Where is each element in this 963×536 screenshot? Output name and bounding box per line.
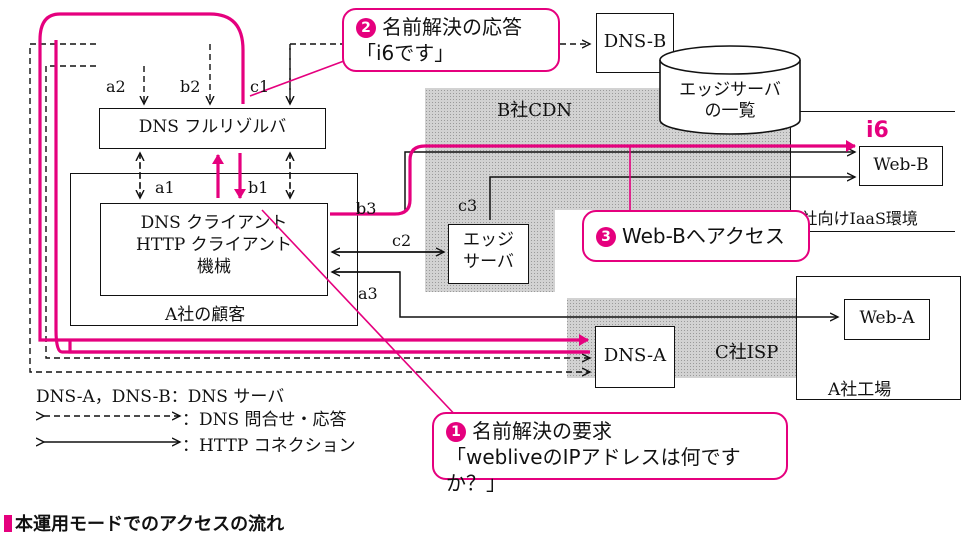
label-c1: c1 — [250, 77, 270, 96]
callout-2: 2 名前解決の応答 「i6です」 — [342, 8, 560, 72]
dns-a-box: DNS-A — [595, 326, 675, 388]
edge-list-label: エッジサーバ の一覧 — [679, 80, 781, 122]
callout-1-title: 名前解決の要求 — [472, 419, 612, 443]
label-c2: c2 — [392, 231, 412, 250]
caption-text: 本運用モードでのアクセスの流れ — [15, 514, 285, 535]
dns-b-box: DNS-B — [596, 13, 674, 73]
b-cdn-label: B社CDN — [497, 100, 573, 121]
label-a1: a1 — [155, 178, 175, 197]
callout-1-text: 「webliveのIPアドレスは何ですか？」 — [446, 445, 741, 495]
web-a-box: Web-A — [844, 299, 930, 340]
callout-2-number: 2 — [356, 18, 376, 38]
callout-3-number: 3 — [596, 227, 616, 247]
label-b3: b3 — [356, 199, 377, 218]
label-b1: b1 — [248, 178, 269, 197]
label-a3: a3 — [358, 284, 378, 303]
callout-2-text: 「i6です」 — [356, 41, 455, 65]
callout-1: 1 名前解決の要求 「webliveのIPアドレスは何ですか？」 — [432, 412, 788, 495]
client-box: DNS クライアント HTTP クライアント 機械 — [100, 203, 328, 296]
callout-1-number: 1 — [446, 422, 466, 442]
label-c3: c3 — [458, 196, 478, 215]
factory-label: A社工場 — [828, 380, 892, 400]
c-isp-label: C社ISP — [715, 342, 779, 363]
customer-label: A社の顧客 — [165, 305, 246, 325]
web-b-box: Web-B — [859, 146, 943, 186]
callout-3: 3 Web-Bへアクセス — [582, 210, 810, 262]
legend-arrows — [30, 402, 230, 462]
dns-resolver-box: DNS フルリゾルバ — [99, 108, 326, 149]
edge-server-box: エッジ サーバ — [448, 224, 529, 284]
caption-marker — [4, 515, 12, 532]
legend-http: ：HTTP コネクション — [182, 436, 356, 456]
callout-2-title: 名前解決の応答 — [382, 15, 522, 39]
i6-label: i6 — [866, 118, 889, 143]
callout-3-text: Web-Bへアクセス — [622, 224, 785, 248]
label-b2: b2 — [180, 77, 201, 96]
legend-servers: DNS-A，DNS-B：DNS サーバ — [36, 387, 285, 407]
figure-caption: 本運用モードでのアクセスの流れ — [4, 510, 284, 536]
legend-dns: ：DNS 問合せ・応答 — [182, 410, 347, 430]
label-a2: a2 — [106, 77, 126, 96]
